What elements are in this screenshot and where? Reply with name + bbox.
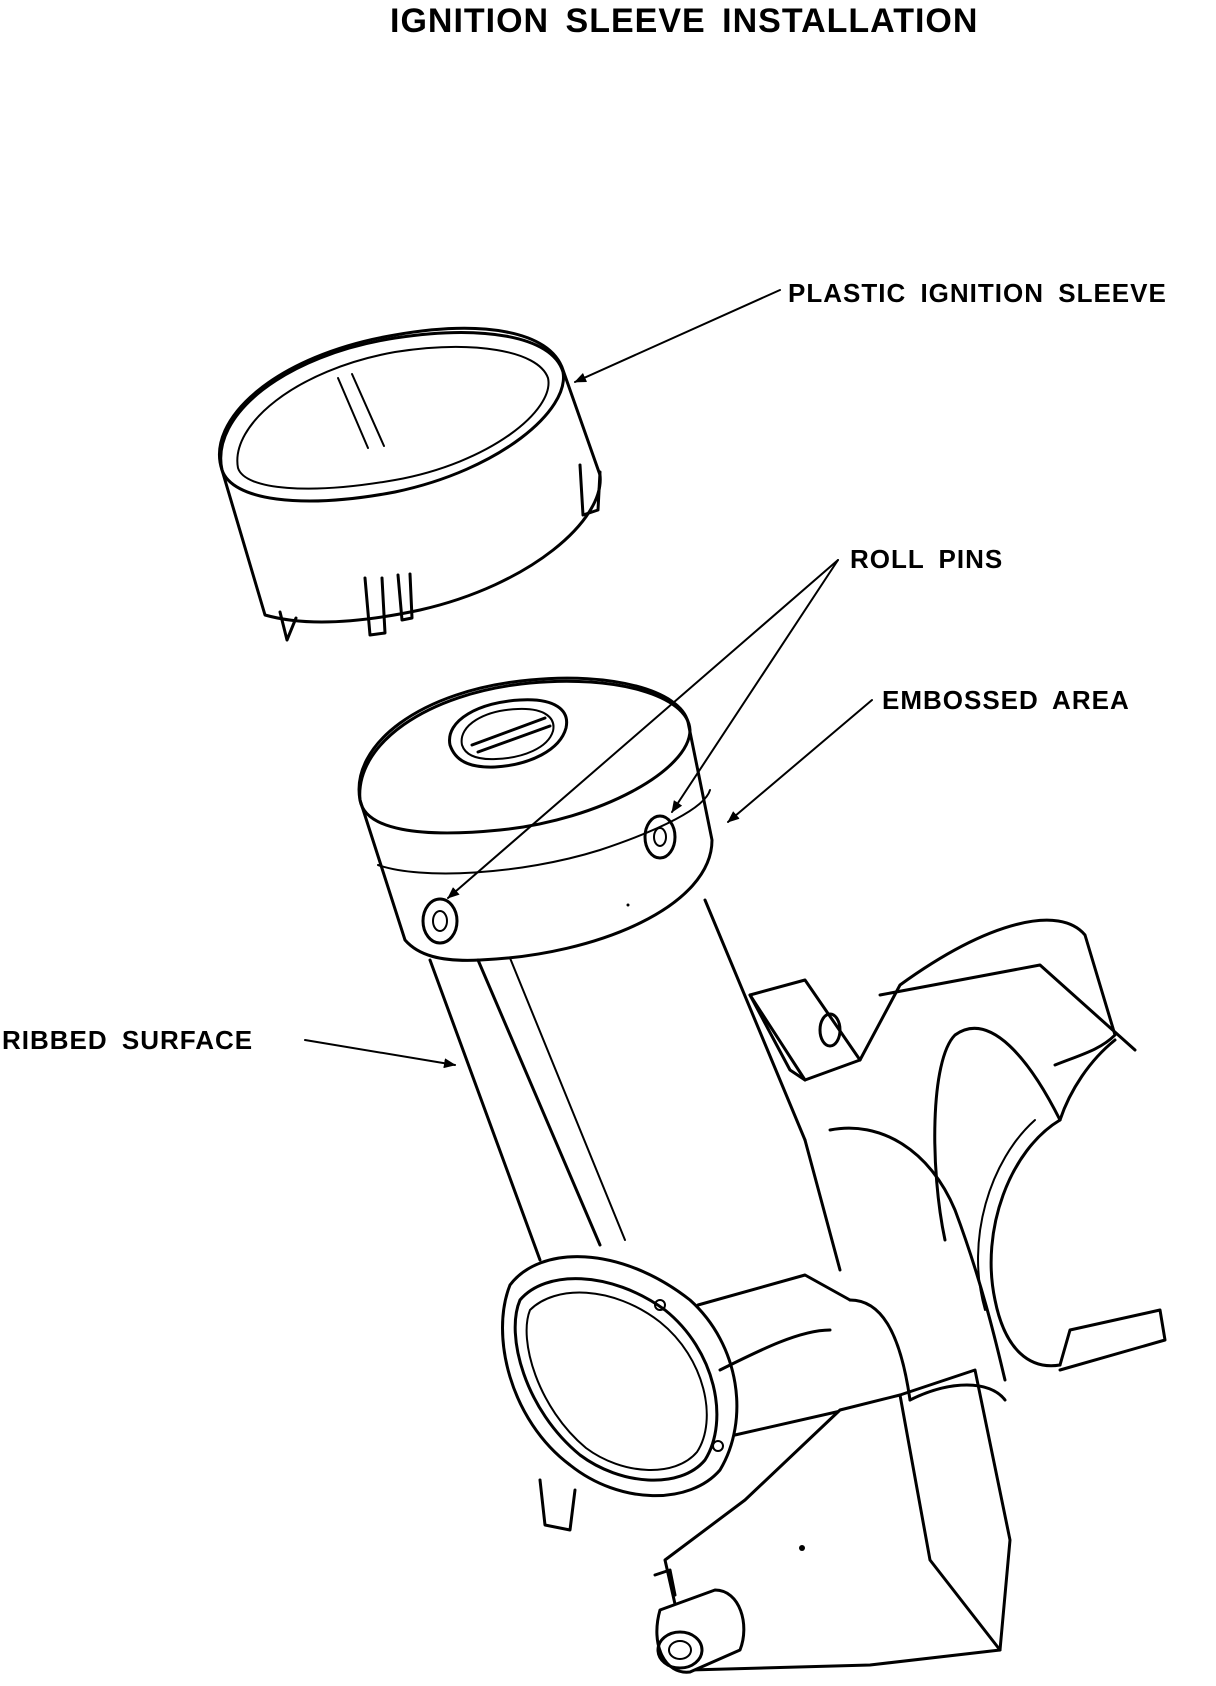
diagram-title: IGNITION SLEEVE INSTALLATION: [390, 2, 979, 40]
label-plastic-ignition-sleeve: PLASTIC IGNITION SLEEVE: [788, 278, 1167, 308]
label-roll-pins: ROLL PINS: [850, 544, 1004, 574]
leader-lines: [304, 289, 873, 1069]
lock-housing: [357, 676, 1167, 1674]
label-embossed-area: EMBOSSED AREA: [882, 685, 1130, 715]
plastic-ignition-sleeve: [218, 326, 602, 642]
label-ribbed-surface: RIBBED SURFACE: [2, 1025, 254, 1055]
